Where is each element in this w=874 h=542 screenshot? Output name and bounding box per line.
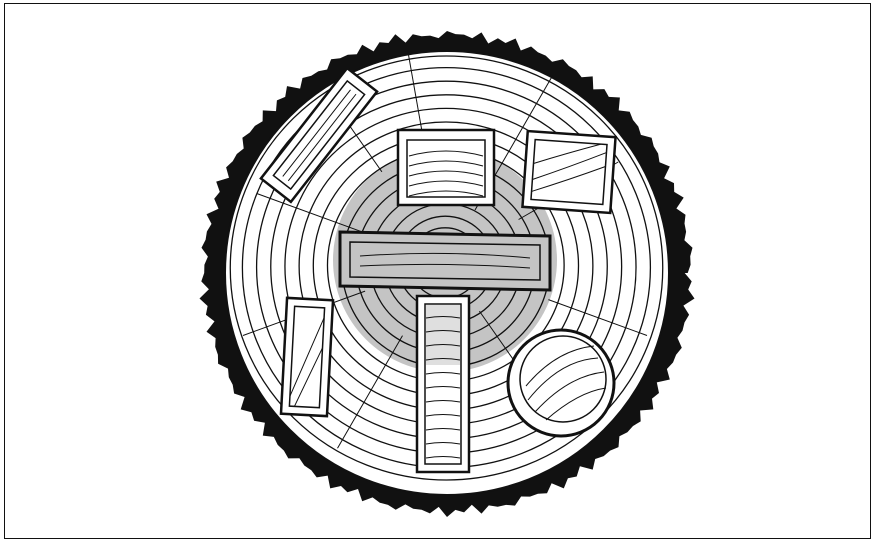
top-center-square-cut [398,130,494,205]
center-horizontal-beam-cut [340,232,550,290]
top-right-square-cut [522,131,615,213]
left-vertical-plank-cut [281,298,333,416]
center-vertical-post-cut [417,296,469,472]
post-heartwood [426,305,460,365]
round-pole-cut [508,330,614,436]
